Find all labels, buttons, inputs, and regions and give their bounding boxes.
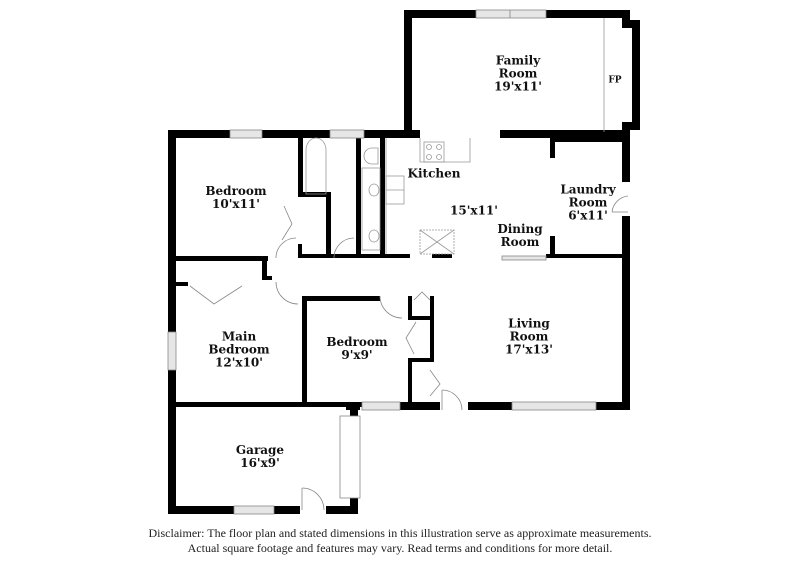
room-label-main-bedroom: Main Bedroom 12'x10' <box>208 329 270 370</box>
room-dimensions: 6'x11' <box>568 208 608 223</box>
disclaimer-line-2: Actual square footage and features may v… <box>187 541 613 555</box>
doors <box>189 195 629 511</box>
room-label-dining-room: Dining Room <box>497 223 542 249</box>
room-name: Garage <box>235 443 285 457</box>
disclaimer: Disclaimer: The floor plan and stated di… <box>0 526 800 556</box>
room-label-living-room: Living Room 17'x13' <box>505 316 553 357</box>
room-dimensions: 17'x13' <box>505 342 553 357</box>
room-label-bedroom-1: Bedroom 10'x11' <box>205 185 266 211</box>
room-name: Family <box>495 53 541 68</box>
room-dimensions: 16'x9' <box>240 456 280 470</box>
room-dimensions: 19'x11' <box>494 79 542 94</box>
room-dimensions-kitchen: 15'x11' <box>450 203 498 218</box>
room-label-family-room: Family Room 19'x11' <box>494 53 542 94</box>
room-name: Bedroom <box>326 335 388 349</box>
room-name: Bedroom <box>205 184 267 198</box>
room-name: Main <box>221 329 257 344</box>
fixtures <box>305 18 605 255</box>
room-name: Living <box>508 316 550 331</box>
disclaimer-line-1: Disclaimer: The floor plan and stated di… <box>148 526 652 540</box>
room-label-garage: Garage 16'x9' <box>236 444 284 470</box>
room-label-bedroom-2: Bedroom 9'x9' <box>326 336 387 362</box>
room-name: Room <box>498 66 538 81</box>
room-name: Room <box>568 195 608 210</box>
room-name: Dining <box>497 222 543 236</box>
room-dimensions: 10'x11' <box>212 197 260 211</box>
room-name: Laundry <box>560 182 616 197</box>
room-name: Room <box>509 329 549 344</box>
fireplace-label: FP <box>608 75 622 86</box>
room-dimensions: 9'x9' <box>341 348 373 362</box>
room-label-laundry-room: Laundry Room 6'x11' <box>560 182 616 223</box>
room-label-kitchen: Kitchen <box>407 166 461 181</box>
exterior-walls <box>168 10 640 514</box>
interior-walls <box>176 130 630 407</box>
room-name: Kitchen <box>407 166 461 181</box>
windows <box>167 9 597 515</box>
room-name: Bedroom <box>208 342 270 357</box>
room-dimensions: 12'x10' <box>215 355 263 370</box>
room-name: Room <box>500 235 540 249</box>
